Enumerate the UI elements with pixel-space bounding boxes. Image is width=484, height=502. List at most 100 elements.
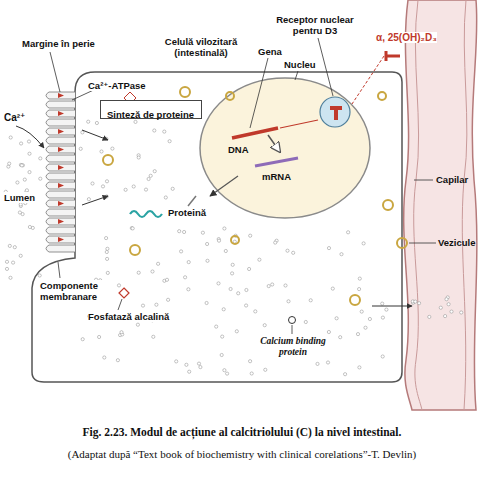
microvillus	[46, 209, 75, 216]
mrna-strand	[255, 158, 298, 166]
calcium-dot	[217, 239, 220, 242]
microvillus	[46, 164, 75, 171]
calcium-dot	[163, 130, 166, 133]
calcium-dot	[157, 262, 160, 265]
nuclear-receptor	[320, 97, 350, 127]
calcium-dot	[183, 230, 186, 233]
calcium-dot	[19, 203, 22, 206]
atpase-mark	[58, 183, 64, 188]
calcium-dot	[27, 140, 30, 143]
calcium-dot	[87, 198, 90, 201]
calcium-dot	[185, 363, 188, 366]
calcium-exit-arrow	[372, 306, 412, 307]
calcium-dot	[249, 360, 252, 363]
calcium-dot	[18, 211, 21, 214]
transcription-arrow	[268, 135, 280, 152]
calcium-dot	[175, 360, 178, 363]
calcium-dot	[316, 362, 319, 365]
microvillus	[46, 92, 75, 99]
part-label: mRNA	[262, 171, 291, 182]
calcium-dot	[130, 227, 133, 230]
calcium-dot	[364, 326, 367, 329]
calcium-dot	[258, 258, 261, 261]
binding-protein-symbol	[289, 317, 296, 324]
calcium-dot	[358, 288, 361, 291]
calcium-dot	[217, 282, 220, 285]
calcium-dot	[304, 320, 307, 323]
hormone-path	[352, 56, 384, 104]
atpase-mark	[58, 165, 64, 170]
process-box: Sinteză de proteine	[100, 100, 202, 119]
atpase-mark	[58, 147, 64, 152]
gene	[232, 128, 278, 138]
calcium-dot	[20, 164, 23, 167]
cell-outline	[32, 72, 402, 382]
microvillus	[46, 218, 75, 225]
enzyme-label: Fosfatază alcalină	[88, 311, 169, 322]
atpase-mark	[58, 237, 64, 242]
calcium-dot	[248, 267, 251, 270]
phosphatase-symbol	[119, 288, 129, 298]
microvillus	[46, 119, 75, 126]
calcium-dot	[120, 331, 123, 334]
calcium-dot	[201, 231, 204, 234]
calcium-dot	[5, 267, 8, 270]
calcium-dot	[358, 366, 361, 369]
calcium-dot	[428, 315, 431, 318]
calcium-dot	[331, 287, 334, 290]
calcium-dot	[95, 121, 98, 124]
calcium-dot	[220, 353, 223, 356]
calcium-dot	[137, 156, 140, 159]
calcium-dot	[418, 302, 421, 305]
calcium-dot	[164, 196, 167, 199]
calcium-dot	[326, 361, 329, 364]
atpase-mark	[58, 129, 64, 134]
calcium-dot	[141, 304, 144, 307]
calcium-dot	[264, 368, 267, 371]
calcium-dot	[444, 315, 447, 318]
microvillus	[46, 128, 75, 135]
part-label: DNA	[228, 144, 249, 155]
calcium-dot	[381, 355, 384, 358]
calcium-dot	[147, 177, 150, 180]
figure-caption: Fig. 2.23. Modul de acțiune al calcitrio…	[4, 426, 480, 438]
part-label: Componente membranare	[40, 280, 116, 302]
calcium-dot	[117, 284, 120, 287]
part-label: Vezicule	[438, 237, 476, 248]
calcium-dot	[101, 185, 104, 188]
calcium-dot	[105, 250, 108, 253]
calcium-dot	[188, 370, 191, 373]
calcium-dot	[439, 306, 442, 309]
calcium-dot	[124, 188, 127, 191]
calcium-dot	[447, 303, 450, 306]
protein-label: Calcium binding protein	[252, 336, 334, 358]
calcium-dot	[263, 324, 266, 327]
calcium-dot	[335, 317, 338, 320]
brush-border	[46, 92, 75, 252]
calcium-dot	[28, 152, 31, 155]
calcium-dot	[8, 162, 11, 165]
calcium-dot	[450, 310, 453, 313]
part-label: Nucleu	[284, 59, 316, 70]
protein-chain	[130, 211, 162, 217]
part-label: Receptor nuclear pentru D3	[270, 14, 360, 36]
calcium-dot	[327, 247, 330, 250]
calcium-dot	[171, 187, 174, 190]
dna-strand	[280, 120, 318, 128]
microvillus	[46, 146, 75, 153]
calcium-dot	[180, 250, 183, 253]
calcium-dot	[9, 276, 12, 279]
calcium-dot	[132, 185, 135, 188]
microvillus	[46, 191, 75, 198]
part-label: Margine în perie	[22, 38, 95, 49]
capillary-wall	[404, 0, 477, 410]
source-note: (Adaptat după “Text book of biochemistry…	[50, 448, 434, 461]
calcium-dot	[21, 164, 24, 167]
calcium-dot	[153, 129, 156, 132]
calcium-dot	[286, 249, 289, 252]
calcium-dot	[16, 181, 19, 184]
calcium-dot	[103, 356, 106, 359]
calcium-dot	[106, 247, 109, 250]
calcium-dot	[339, 336, 342, 339]
